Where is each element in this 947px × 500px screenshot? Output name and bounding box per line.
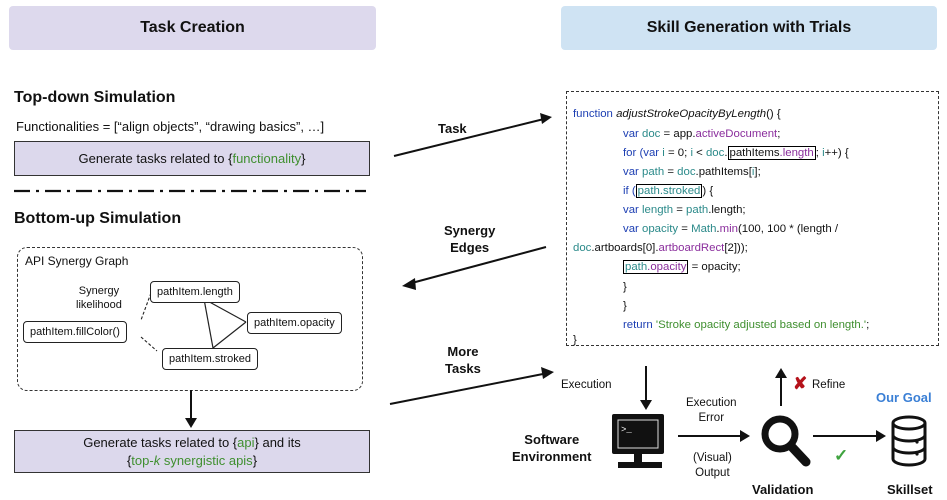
- monitor-icon: >_: [612, 414, 664, 468]
- code-line-1: function adjustStrokeOpacityByLength() {: [573, 108, 781, 120]
- code-line-9: path.opacity = opacity;: [623, 260, 741, 274]
- skillset-label: Skillset: [887, 482, 933, 497]
- generate-api-text-line2: {top-k synergistic apis}: [126, 452, 258, 468]
- task-arrow-label: Task: [438, 121, 467, 136]
- software-environment-label: Software Environment: [512, 432, 592, 464]
- refine-label: Refine: [812, 379, 846, 391]
- code-line-2: var doc = app.activeDocument;: [623, 128, 781, 140]
- highlight-pathitems-length: pathItems.length: [727, 146, 816, 160]
- code-line-12: return 'Stroke opacity adjusted based on…: [623, 319, 870, 331]
- code-line-11: }: [623, 300, 627, 312]
- code-line-6: var length = path.length;: [623, 204, 746, 216]
- code-line-7: var opacity = Math.min(100, 100 * (lengt…: [623, 223, 838, 235]
- bottomup-title: Bottom-up Simulation: [14, 210, 182, 227]
- code-line-10: }: [623, 281, 627, 293]
- topdown-title: Top-down Simulation: [14, 89, 176, 106]
- generate-api-box: Generate tasks related to {api} and its …: [14, 430, 370, 473]
- check-mark-icon: ✓: [834, 446, 849, 465]
- x-mark-icon: ✘: [793, 374, 808, 393]
- highlight-path-stroked: path.stroked: [635, 184, 703, 198]
- graph-to-tasks-arrow: [185, 390, 197, 428]
- task-creation-header: Task Creation: [9, 6, 376, 50]
- functionalities-text: Functionalities = [“align objects”, “dra…: [16, 119, 325, 134]
- database-icon: [891, 415, 927, 467]
- generate-functionality-text: Generate tasks related to {functionality…: [78, 150, 306, 166]
- magnifier-icon: [761, 415, 811, 467]
- topk-var: top-k synergistic apis: [131, 452, 253, 468]
- middle-arrows: [389, 113, 554, 405]
- api-synergy-graph-title: API Synergy Graph: [25, 254, 129, 268]
- node-pathitem-stroked: pathItem.stroked: [162, 348, 258, 370]
- section-divider: [14, 189, 366, 193]
- code-line-4: var path = doc.pathItems[i];: [623, 166, 761, 178]
- pipeline-arrows: [640, 366, 886, 442]
- visual-output-label: (Visual) Output: [693, 452, 732, 479]
- code-line-8: doc.artboards[0].artboardRect[2]));: [573, 242, 748, 254]
- code-panel: function adjustStrokeOpacityByLength() {…: [566, 91, 939, 346]
- skill-generation-header: Skill Generation with Trials: [561, 6, 937, 50]
- api-var: api: [237, 434, 255, 450]
- generate-functionality-box: Generate tasks related to {functionality…: [14, 141, 370, 176]
- our-goal-label: Our Goal: [876, 390, 932, 405]
- svg-text:>_: >_: [621, 425, 632, 435]
- functionality-var: functionality: [232, 150, 302, 166]
- execution-error-label: Execution Error: [686, 397, 737, 424]
- synergy-edges-label: Synergy Edges: [444, 223, 496, 255]
- generate-api-text-line1: Generate tasks related to {api} and its: [83, 434, 301, 450]
- validation-label: Validation: [752, 482, 814, 497]
- synergy-likelihood-label: Synergy likelihood: [76, 285, 122, 311]
- highlight-path-opacity: path.opacity: [623, 260, 689, 274]
- node-pathitem-length: pathItem.length: [150, 281, 240, 303]
- execution-label: Execution: [561, 379, 612, 391]
- more-tasks-label: More Tasks: [445, 344, 481, 376]
- node-pathitem-opacity: pathItem.opacity: [247, 312, 342, 334]
- code-line-13: }: [573, 334, 577, 346]
- code-line-5: if (path.stroked) {: [623, 184, 714, 198]
- node-pathitem-fillcolor: pathItem.fillColor(): [23, 321, 127, 343]
- code-line-3: for (var i = 0; i < doc.pathItems.length…: [623, 146, 849, 160]
